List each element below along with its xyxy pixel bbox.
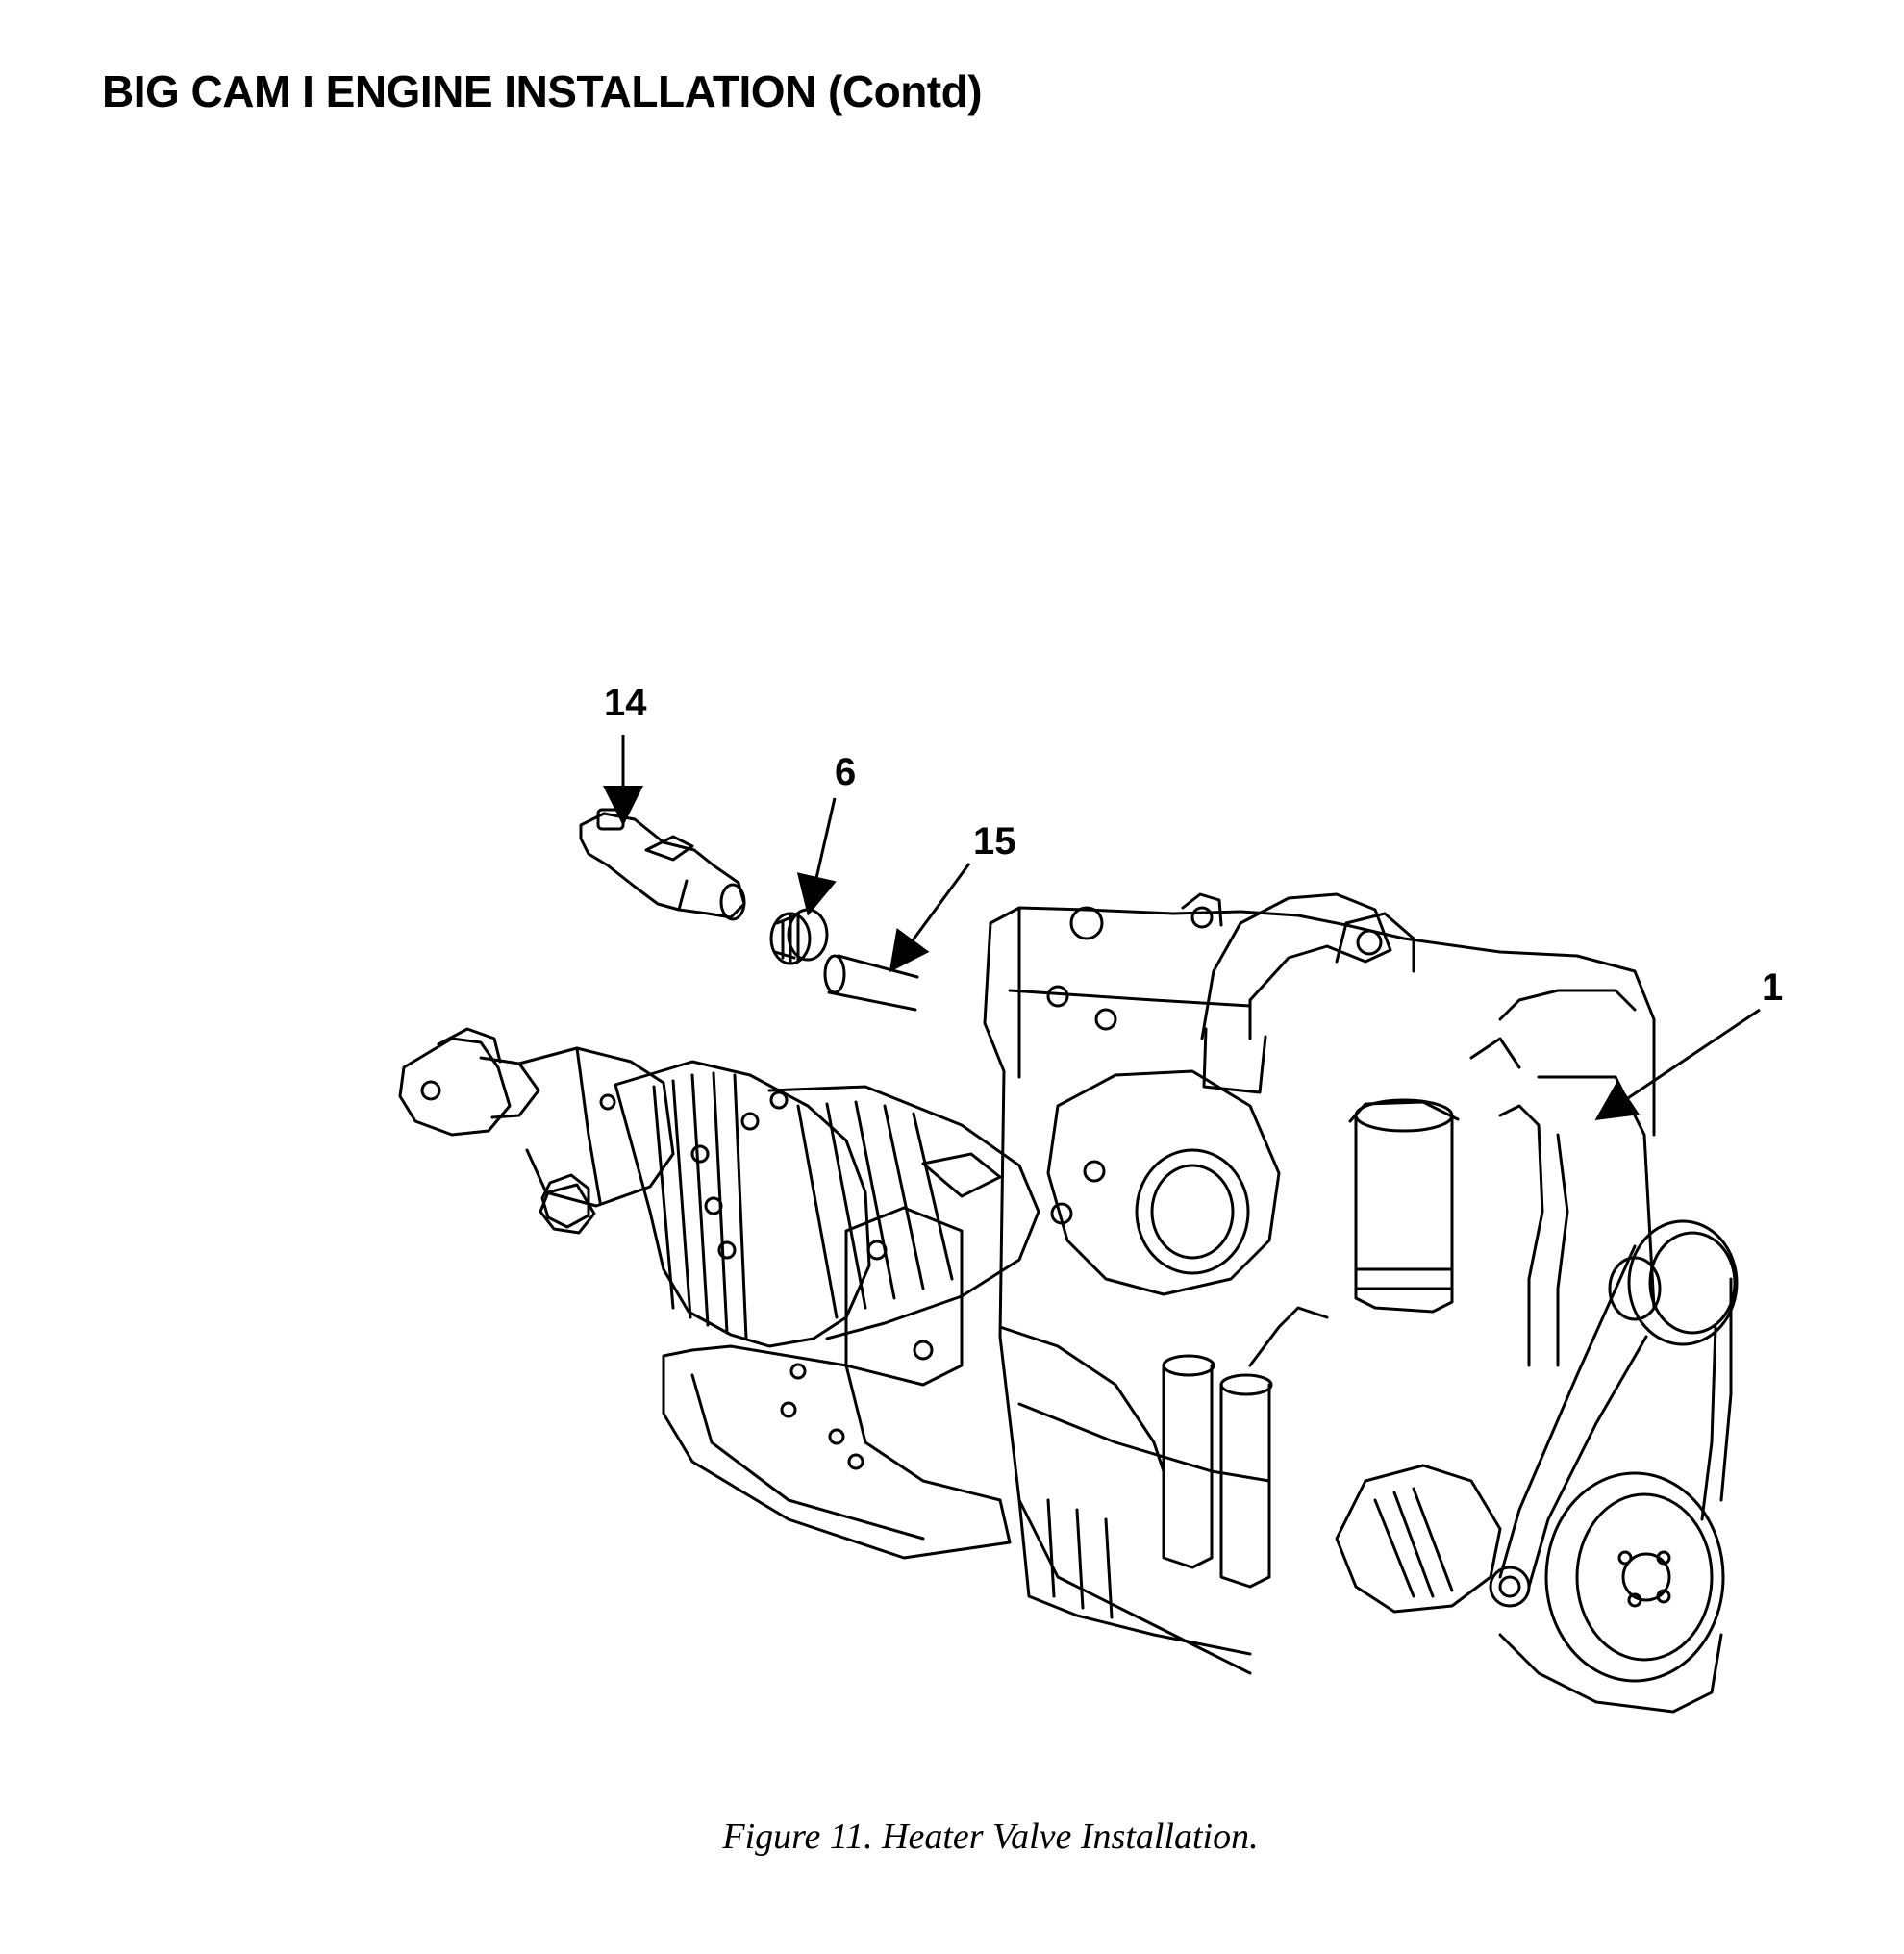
figure-caption: Figure 11. Heater Valve Installation. xyxy=(722,1816,1259,1857)
callout-leader-1 xyxy=(1594,1008,1761,1121)
page-title: BIG CAM I ENGINE INSTALLATION (Contd) xyxy=(102,66,983,116)
callout-leader-6 xyxy=(796,797,837,916)
hose-clamp xyxy=(769,908,829,965)
heater-hose xyxy=(823,954,919,1012)
callout-label-1: 1 xyxy=(1762,966,1783,1009)
callout-label-14: 14 xyxy=(604,682,647,724)
transmission xyxy=(398,1027,1040,1560)
heater-valve xyxy=(579,808,746,921)
callout-label-15: 15 xyxy=(973,820,1016,863)
callout-leader-15 xyxy=(889,863,971,973)
callout-label-6: 6 xyxy=(835,751,856,793)
engine-block xyxy=(983,892,1739,1714)
